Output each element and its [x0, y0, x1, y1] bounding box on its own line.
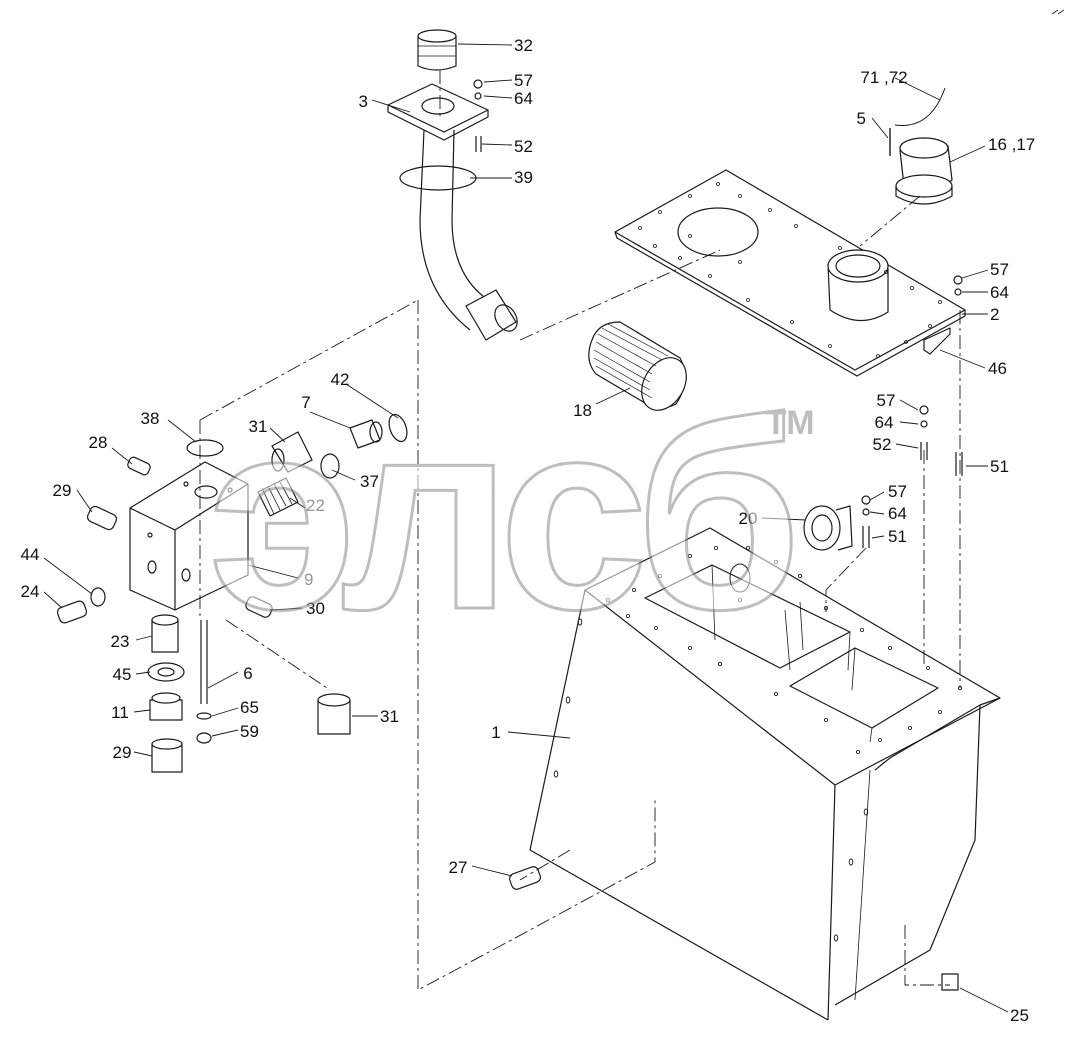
washer-65	[196, 712, 212, 720]
callout-c38: 38	[141, 409, 160, 428]
fitting-28	[127, 456, 151, 476]
nut-59	[196, 732, 212, 744]
callout-c20: 20	[739, 509, 758, 528]
corner-mark	[1051, 9, 1065, 15]
callout-c51a: 51	[990, 457, 1009, 476]
leader-lines	[43, 43, 1009, 1013]
callout-c57a: 57	[514, 71, 533, 90]
sleeve-23	[151, 614, 179, 653]
level-gauge	[923, 327, 951, 355]
callout-c27: 27	[449, 858, 468, 877]
callout-c52b: 52	[873, 435, 892, 454]
callout-c39: 39	[514, 168, 533, 187]
callout-c57b: 57	[990, 260, 1009, 279]
callout-c44: 44	[21, 545, 40, 564]
callout-c6: 6	[243, 664, 252, 683]
plug-7	[349, 419, 383, 449]
stud-6	[200, 620, 208, 704]
adapter-31-top	[271, 431, 313, 473]
fitting-30	[245, 596, 273, 618]
callout-c1617: 16 ,17	[988, 135, 1035, 154]
callout-c64c: 64	[875, 413, 894, 432]
callout-c5: 5	[857, 109, 866, 128]
watermark-brand: элсб	[208, 365, 792, 666]
callout-c65: 65	[240, 698, 259, 717]
callout-c28: 28	[89, 433, 108, 452]
callout-c2: 2	[990, 305, 999, 324]
callout-c11: 11	[111, 703, 129, 722]
oring-38	[186, 439, 224, 457]
callout-c24: 24	[21, 582, 40, 601]
manifold-block	[129, 461, 249, 611]
callout-c52a: 52	[514, 137, 533, 156]
callout-c37: 37	[360, 472, 379, 491]
callout-c7172: 71 ,72	[860, 68, 907, 87]
return-pipe	[387, 29, 518, 341]
cover-plate	[614, 169, 966, 377]
plug-27	[508, 866, 542, 890]
fitting-29b	[151, 738, 183, 773]
callout-c64d: 64	[888, 504, 907, 523]
callout-c32: 32	[514, 36, 533, 55]
callout-c1: 1	[491, 723, 500, 742]
callout-c64a: 64	[514, 89, 533, 108]
callout-c51b: 51	[888, 527, 907, 546]
fitting-24	[56, 600, 88, 624]
watermark-trademark: TM	[765, 404, 814, 442]
assembly-lines	[199, 70, 961, 991]
fitting-29a	[86, 505, 118, 531]
nut-11	[149, 692, 183, 721]
sight-glass-20	[803, 505, 853, 551]
adapter-31-bottom	[317, 693, 351, 735]
callout-c23: 23	[111, 632, 130, 651]
filter-element	[588, 321, 687, 411]
callout-c29b: 29	[113, 743, 132, 762]
callout-c3: 3	[359, 92, 368, 111]
callout-c7: 7	[301, 393, 310, 412]
washer-45	[147, 662, 185, 682]
tank-body	[529, 527, 1001, 1021]
callout-c22: 22	[306, 496, 325, 515]
ring-37	[320, 453, 340, 479]
check-valve-22	[257, 477, 299, 517]
callout-c64b: 64	[990, 283, 1009, 302]
drain-plug-25	[941, 973, 959, 991]
callout-c9: 9	[304, 570, 313, 589]
watermark: элсб TM	[207, 364, 815, 668]
callout-c31b: 31	[380, 707, 399, 726]
callout-c45: 45	[113, 665, 132, 684]
callout-c57c: 57	[877, 391, 896, 410]
ring-44	[90, 587, 106, 607]
callout-c31a: 31	[249, 417, 268, 436]
callout-c25: 25	[1010, 1006, 1029, 1025]
callout-c18: 18	[573, 401, 592, 420]
callout-c57d: 57	[888, 482, 907, 501]
breather-cap	[889, 87, 953, 205]
callout-c29a: 29	[53, 481, 72, 500]
callout-c59: 59	[240, 722, 259, 741]
callout-c42: 42	[331, 370, 350, 389]
callout-c46: 46	[988, 359, 1007, 378]
callout-c30: 30	[306, 599, 325, 618]
